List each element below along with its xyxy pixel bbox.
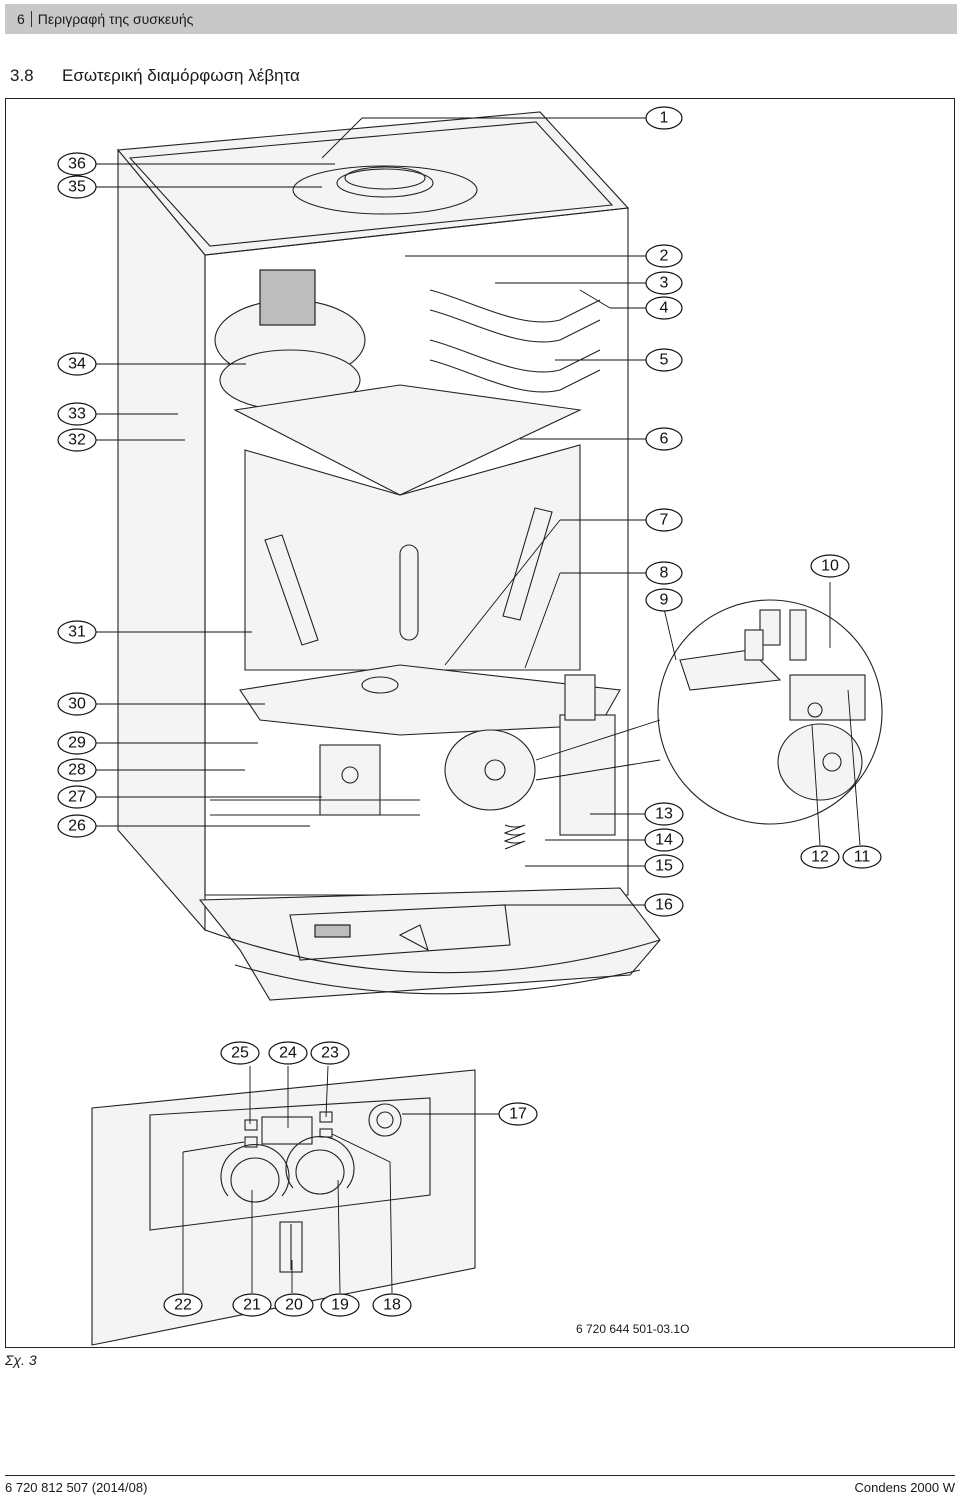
callout-label: 13 <box>655 806 673 823</box>
chapter-title: Περιγραφή της συσκευής <box>37 11 194 27</box>
callout-6: 6 <box>645 427 683 451</box>
figure-frame <box>5 98 955 1348</box>
callout-label: 4 <box>660 300 669 317</box>
callout-label: 34 <box>68 356 86 373</box>
page-number: 6 <box>5 11 32 27</box>
callout-label: 14 <box>655 832 673 849</box>
callout-label: 18 <box>383 1297 401 1314</box>
callout-35: 35 <box>57 175 97 199</box>
callout-26: 26 <box>57 814 97 838</box>
callout-label: 3 <box>660 275 669 292</box>
callout-31: 31 <box>57 620 97 644</box>
callout-12: 12 <box>800 845 840 869</box>
callout-label: 21 <box>243 1297 261 1314</box>
footer-divider <box>5 1475 955 1476</box>
callout-label: 9 <box>660 592 669 609</box>
callout-label: 17 <box>509 1106 527 1123</box>
callout-4: 4 <box>645 296 683 320</box>
callout-18: 18 <box>372 1293 412 1317</box>
section-number: 3.8 <box>10 66 34 85</box>
callout-28: 28 <box>57 758 97 782</box>
callout-7: 7 <box>645 508 683 532</box>
callout-3: 3 <box>645 271 683 295</box>
callout-10: 10 <box>810 554 850 578</box>
callout-14: 14 <box>644 828 684 852</box>
callout-label: 24 <box>279 1045 297 1062</box>
callout-24: 24 <box>268 1041 308 1065</box>
callout-label: 25 <box>231 1045 249 1062</box>
callout-label: 10 <box>821 558 839 575</box>
callout-30: 30 <box>57 692 97 716</box>
callout-label: 20 <box>285 1297 303 1314</box>
callout-13: 13 <box>644 802 684 826</box>
footer-product: Condens 2000 W <box>854 1480 955 1495</box>
callout-19: 19 <box>320 1293 360 1317</box>
callout-17: 17 <box>498 1102 538 1126</box>
footer-doc-id: 6 720 812 507 (2014/08) <box>5 1480 148 1495</box>
callout-label: 19 <box>331 1297 349 1314</box>
pump-detail-inset <box>535 599 883 825</box>
callout-label: 33 <box>68 406 86 423</box>
callout-label: 23 <box>321 1045 339 1062</box>
callout-32: 32 <box>57 428 97 452</box>
callout-5: 5 <box>645 348 683 372</box>
callout-33: 33 <box>57 402 97 426</box>
callout-label: 6 <box>660 431 669 448</box>
callout-label: 35 <box>68 179 86 196</box>
figure-caption: Σχ. 3 <box>5 1352 37 1368</box>
callout-2: 2 <box>645 244 683 268</box>
callout-label: 11 <box>854 849 871 866</box>
page-header: 6 Περιγραφή της συσκευής <box>5 4 957 34</box>
callout-label: 32 <box>68 432 86 449</box>
callout-22: 22 <box>163 1293 203 1317</box>
callout-1: 1 <box>645 106 683 130</box>
callout-label: 29 <box>68 735 86 752</box>
callout-label: 16 <box>655 897 673 914</box>
callout-label: 36 <box>68 156 86 173</box>
callout-label: 15 <box>655 858 673 875</box>
callout-29: 29 <box>57 731 97 755</box>
callout-23: 23 <box>310 1041 350 1065</box>
callout-8: 8 <box>645 561 683 585</box>
control-panel <box>91 1069 476 1346</box>
callout-label: 26 <box>68 818 86 835</box>
callout-16: 16 <box>644 893 684 917</box>
leader-lines <box>96 117 861 1294</box>
callout-label: 7 <box>660 512 669 529</box>
callout-label: 31 <box>68 624 86 641</box>
callout-label: 8 <box>660 565 669 582</box>
callout-label: 27 <box>68 789 86 806</box>
callout-label: 1 <box>660 110 669 127</box>
callout-20: 20 <box>274 1293 314 1317</box>
callout-label: 30 <box>68 696 86 713</box>
callout-label: 28 <box>68 762 86 779</box>
callout-9: 9 <box>645 588 683 612</box>
callout-21: 21 <box>232 1293 272 1317</box>
callout-34: 34 <box>57 352 97 376</box>
callout-11: 11 <box>842 845 882 869</box>
boiler-casing <box>116 111 661 1001</box>
callout-label: 22 <box>174 1297 192 1314</box>
callout-25: 25 <box>220 1041 260 1065</box>
callout-27: 27 <box>57 785 97 809</box>
section-title: Εσωτερική διαμόρφωση λέβητα <box>62 66 300 85</box>
artwork-code: 6 720 644 501-03.1O <box>576 1322 690 1336</box>
callout-label: 12 <box>811 849 829 866</box>
callout-label: 5 <box>660 352 669 369</box>
callout-label: 2 <box>660 248 669 265</box>
callout-36: 36 <box>57 152 97 176</box>
callout-15: 15 <box>644 854 684 878</box>
